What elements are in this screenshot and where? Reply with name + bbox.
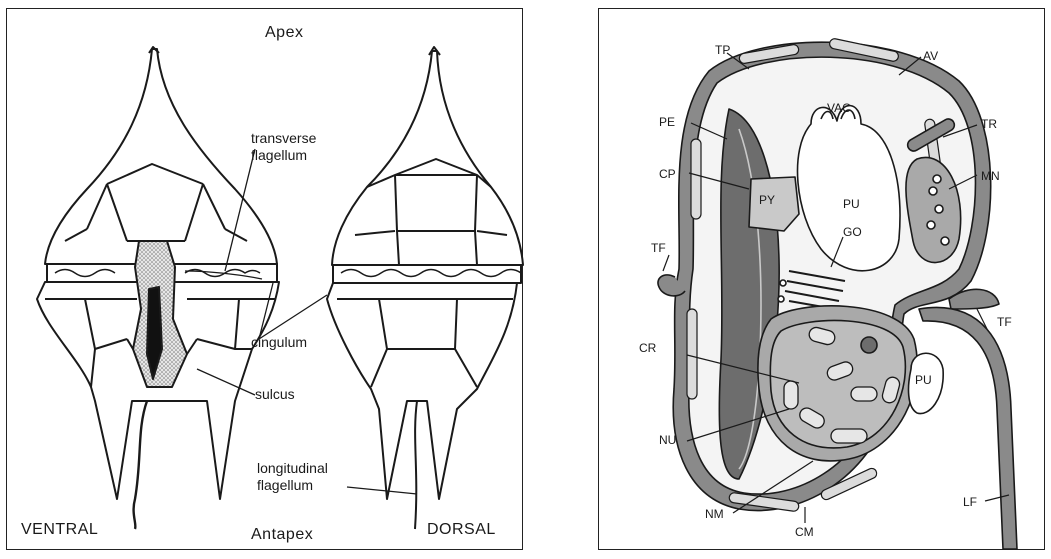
cell-ultrastructure-panel: TP AV VAC PE TR CP MN PY PU GO TF TF CR … <box>598 8 1045 550</box>
dorsal-label: DORSAL <box>427 522 496 537</box>
pe-label: PE <box>659 115 675 130</box>
py-label: PY <box>759 193 775 208</box>
antapex-label: Antapex <box>251 527 313 542</box>
lf-label: LF <box>963 495 977 510</box>
pu-bottom-label: PU <box>915 373 932 388</box>
tf-right-label: TF <box>997 315 1012 330</box>
tr-label: TR <box>981 117 997 132</box>
nm-label: NM <box>705 507 724 522</box>
cm-label: CM <box>795 525 814 540</box>
vac-label: VAC <box>827 101 851 116</box>
tp-label: TP <box>715 43 730 58</box>
theca-diagram-panel: Apex transverse flagellum cingulum sulcu… <box>6 8 523 550</box>
go-label: GO <box>843 225 862 240</box>
pu-top-label: PU <box>843 197 860 212</box>
longitudinal-flagellum-label-1: longitudinal <box>257 461 328 476</box>
ultrastructure-drawing <box>599 9 1046 551</box>
av-label: AV <box>923 49 938 64</box>
dorsal-cell <box>327 47 523 529</box>
tf-left-label: TF <box>651 241 666 256</box>
longitudinal-flagellum-label-2: flagellum <box>257 478 313 493</box>
ventral-label: VENTRAL <box>21 522 98 537</box>
transverse-flagellum-label-1: transverse <box>251 131 316 146</box>
mn-label: MN <box>981 169 1000 184</box>
apex-label: Apex <box>265 25 303 40</box>
sulcus-label: sulcus <box>255 387 295 402</box>
transverse-flagellum-label-2: flagellum <box>251 148 307 163</box>
ventral-cell <box>37 47 279 529</box>
cp-label: CP <box>659 167 676 182</box>
cingulum-label: cingulum <box>251 335 307 350</box>
nu-label: NU <box>659 433 676 448</box>
cr-label: CR <box>639 341 656 356</box>
